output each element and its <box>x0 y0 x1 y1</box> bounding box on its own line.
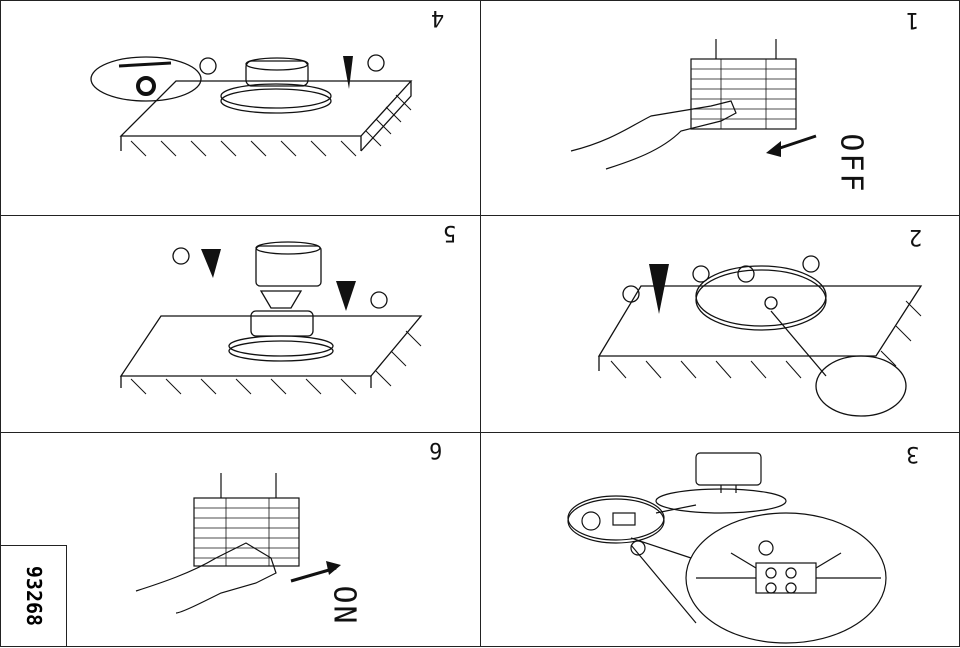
step-6-panel: 6 ON <box>0 432 481 647</box>
product-code-box: 93268 <box>0 545 67 647</box>
step-5-panel: 5 <box>0 215 481 433</box>
product-code: 93268 <box>22 565 46 627</box>
step-3-panel: 3 <box>480 432 960 647</box>
step-1-panel: 1 OFF <box>480 0 960 216</box>
step-5-illustration <box>119 241 423 395</box>
step-6-illustration <box>135 473 341 614</box>
step-2-illustration <box>597 255 923 417</box>
step-1-illustration <box>570 39 817 170</box>
step-3-illustration <box>567 452 887 644</box>
step-2-panel: 2 <box>480 215 960 433</box>
step-4-illustration <box>90 54 413 157</box>
step-4-panel: 4 <box>0 0 481 216</box>
